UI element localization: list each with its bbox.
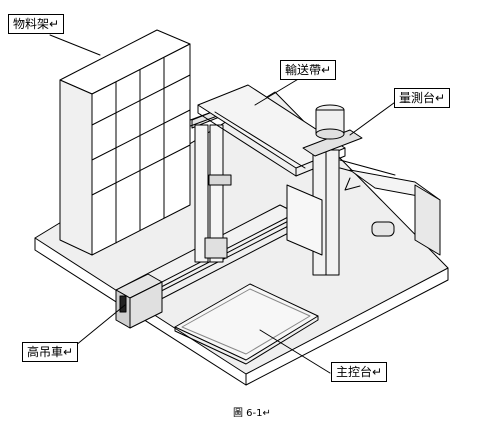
conveyor-label: 輸送帶↵ [280, 60, 337, 80]
right-conveyor [286, 169, 441, 256]
material-rack [59, 29, 191, 256]
crane-car-label: 高吊車↵ [22, 342, 79, 362]
material-rack-label: 物料架↵ [8, 14, 65, 34]
main-console-plate [174, 283, 319, 365]
measuring-station [302, 104, 396, 276]
crane-car [115, 273, 163, 329]
leader-lines [49, 34, 399, 374]
figure-caption: 圖 6-1↵ [233, 408, 271, 419]
main-console-label: 主控台↵ [331, 362, 388, 382]
measuring-table-label: 量測台↵ [394, 88, 451, 108]
